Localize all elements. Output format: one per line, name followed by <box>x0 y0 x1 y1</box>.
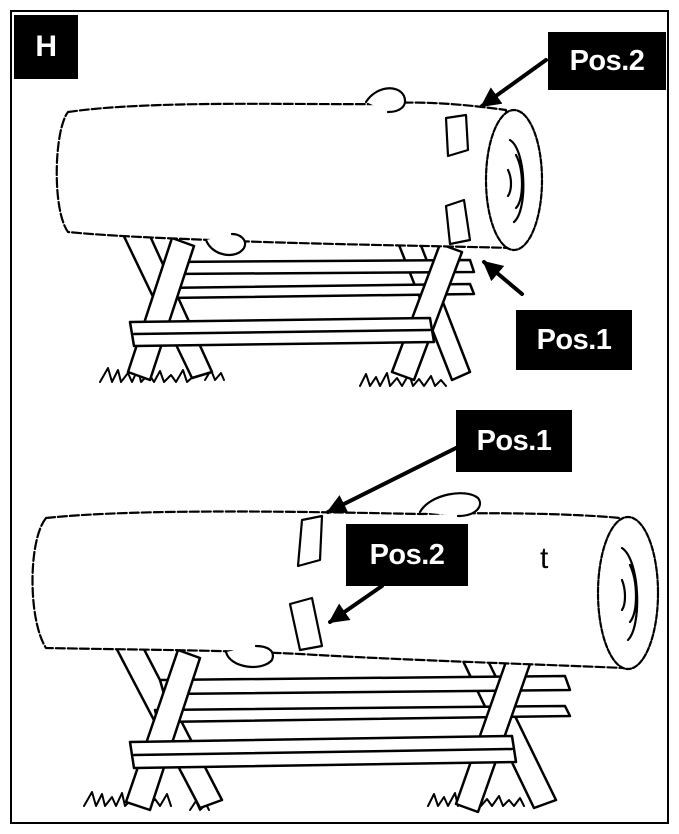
bottom-cut-marks <box>288 514 324 652</box>
top-label-pos2: Pos.2 <box>548 32 666 90</box>
bottom-arrow-pos2 <box>328 584 384 624</box>
panel-letter-badge: H <box>14 15 78 79</box>
top-label-pos1: Pos.1 <box>516 310 632 370</box>
top-sawhorse <box>118 210 476 382</box>
top-scene <box>55 58 548 387</box>
top-log <box>55 87 514 257</box>
bottom-log <box>31 492 626 670</box>
bottom-arrow-pos1 <box>326 446 458 514</box>
bottom-label-pos2: Pos.2 <box>346 524 468 586</box>
bottom-log-end <box>596 515 660 671</box>
top-arrow-pos2 <box>480 58 548 108</box>
bottom-scene <box>31 446 660 814</box>
top-log-end <box>484 108 544 252</box>
stray-letter: t <box>540 542 549 575</box>
top-arrow-pos1 <box>482 260 524 296</box>
bottom-sawhorse <box>110 622 572 814</box>
bottom-label-pos1: Pos.1 <box>456 410 572 472</box>
top-cut-marks <box>444 113 472 246</box>
